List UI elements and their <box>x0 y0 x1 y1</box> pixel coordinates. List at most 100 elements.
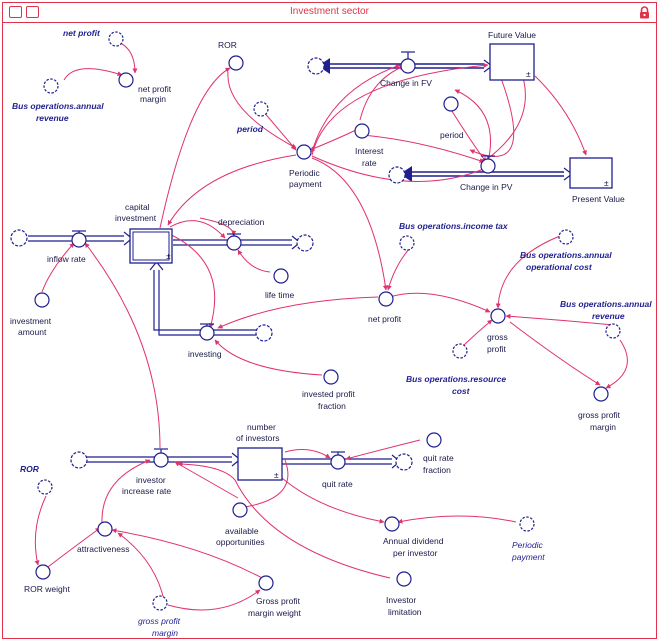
label-gross-profit-1: gross <box>487 332 508 342</box>
converter-net-profit[interactable] <box>378 291 394 307</box>
label-net-profit-margin-2: margin <box>140 94 166 104</box>
converter-attractiveness[interactable] <box>97 521 113 537</box>
label-annual-dividend-2: per investor <box>393 548 438 558</box>
label-investment-amount-2: amount <box>18 327 47 337</box>
label-net-profit-margin-1: net profit <box>138 84 172 94</box>
valve-quit-rate[interactable] <box>330 451 346 470</box>
label-quit-rate-fraction-2: fraction <box>423 465 451 475</box>
label-period: period <box>440 130 464 140</box>
label-gpm-ghost-2: margin <box>152 628 178 638</box>
label-ror-weight: ROR weight <box>24 584 70 594</box>
cloud-icons <box>10 57 413 471</box>
label-change-in-pv: Change in PV <box>460 182 513 192</box>
label-investor-limitation-2: limitation <box>388 607 422 617</box>
valve-change-in-pv[interactable] <box>480 155 496 174</box>
ghost-bus-op-aoc[interactable] <box>558 229 574 245</box>
label-net-profit: net profit <box>368 314 402 324</box>
label-change-in-fv: Change in FV <box>380 78 432 88</box>
ghost-gross-profit-margin[interactable] <box>152 595 168 611</box>
converter-invested-profit-fraction[interactable] <box>323 369 339 385</box>
ghost-net-profit[interactable] <box>108 31 124 47</box>
label-periodic-payment-1: Periodic <box>289 168 320 178</box>
converter-annual-dividend[interactable] <box>384 516 400 532</box>
label-available-opportunities-2: opportunities <box>216 537 265 547</box>
converter-net-profit-margin[interactable] <box>118 72 134 88</box>
stock-future-value[interactable]: ± <box>489 43 535 81</box>
label-bus-op-aoc-2: operational cost <box>526 262 593 272</box>
svg-text:±: ± <box>274 470 279 480</box>
label-gross-profit-margin-2: margin <box>590 422 616 432</box>
label-available-opportunities-1: available <box>225 526 259 536</box>
label-number-of-investors-2: of investors <box>236 433 279 443</box>
label-net-profit-ghost: net profit <box>63 28 101 38</box>
converter-gpm-weight[interactable] <box>258 575 274 591</box>
ghost-period[interactable] <box>253 101 269 117</box>
label-interest-rate-2: rate <box>362 158 377 168</box>
ghost-bus-op-revenue-2[interactable] <box>605 323 621 339</box>
valve-depreciation[interactable] <box>226 233 242 251</box>
flow-valves <box>71 51 496 470</box>
label-ror-ghost: ROR <box>20 464 40 474</box>
ghost-periodic-payment[interactable] <box>519 516 535 532</box>
labels: net profit net profit margin Bus operati… <box>10 28 652 638</box>
label-capital-investment-2: investment <box>115 213 157 223</box>
stock-capital-investment[interactable]: ± <box>129 228 173 264</box>
label-inflow-rate: inflow rate <box>47 254 86 264</box>
label-quit-rate-fraction-1: quit rate <box>423 453 454 463</box>
flow-pipes <box>28 58 573 469</box>
label-interest-rate-1: Interest <box>355 146 384 156</box>
map-icon[interactable] <box>9 6 22 18</box>
title-bar: Investment sector <box>3 3 656 23</box>
converter-periodic-payment[interactable] <box>296 144 312 160</box>
converter-quit-rate-fraction[interactable] <box>426 432 442 448</box>
valve-inflow-rate[interactable] <box>71 230 87 248</box>
converter-investor-limitation[interactable] <box>396 571 412 587</box>
label-periodic-payment-ghost-2: payment <box>511 552 545 562</box>
converter-gross-profit[interactable] <box>490 308 506 324</box>
ghost-income-tax[interactable] <box>399 235 415 251</box>
valve-change-in-fv[interactable] <box>400 51 416 74</box>
label-gpm-weight-2: margin weight <box>248 608 302 618</box>
converter-ror[interactable] <box>228 55 244 71</box>
label-investment-amount-1: investment <box>10 316 52 326</box>
converter-investment-amount[interactable] <box>34 292 50 308</box>
label-invested-profit-fraction-2: fraction <box>318 401 346 411</box>
converter-period[interactable] <box>443 96 459 112</box>
label-bus-op-rev-2: revenue <box>36 113 69 123</box>
lock-icon[interactable] <box>639 6 650 19</box>
converter-interest-rate[interactable] <box>354 123 370 139</box>
label-bus-op-rev2-1: Bus operations.annual <box>560 299 652 309</box>
label-bus-op-rev-1: Bus operations.annual <box>12 101 104 111</box>
ghost-ror[interactable] <box>37 479 53 495</box>
label-bus-op-income-tax: Bus operations.income tax <box>399 221 509 231</box>
label-gross-profit-margin-1: gross profit <box>578 410 621 420</box>
label-investor-increase-rate-2: increase rate <box>122 486 171 496</box>
valve-investor-increase-rate[interactable] <box>153 448 169 468</box>
label-capital-investment-1: capital <box>125 202 150 212</box>
label-periodic-payment-ghost-1: Periodic <box>512 540 543 550</box>
stock-number-of-investors[interactable]: ± <box>237 447 283 481</box>
label-investing: investing <box>188 349 222 359</box>
label-bus-op-resource-1: Bus operations.resource <box>406 374 506 384</box>
label-future-value: Future Value <box>488 30 536 40</box>
ghost-bus-op-resource[interactable] <box>452 343 468 359</box>
ghost-bus-op-revenue[interactable] <box>43 78 59 94</box>
converter-ror-weight[interactable] <box>35 564 51 580</box>
model-icon[interactable] <box>26 6 39 18</box>
label-bus-op-aoc-1: Bus operations.annual <box>520 250 612 260</box>
valve-investing[interactable] <box>199 323 215 341</box>
converter-gross-profit-margin[interactable] <box>593 386 609 402</box>
converters <box>34 55 609 591</box>
label-ror: ROR <box>218 40 237 50</box>
label-gpm-weight-1: Gross profit <box>256 596 301 606</box>
label-annual-dividend-1: Annual dividend <box>383 536 444 546</box>
converter-available-opportunities[interactable] <box>232 502 248 518</box>
label-gross-profit-2: profit <box>487 344 507 354</box>
converter-life-time[interactable] <box>273 268 289 284</box>
stock-present-value[interactable]: ± <box>569 157 613 189</box>
label-bus-op-rev2-2: revenue <box>592 311 625 321</box>
label-life-time: life time <box>265 290 295 300</box>
label-attractiveness: attractiveness <box>77 544 129 554</box>
label-investor-limitation-1: Investor <box>386 595 416 605</box>
